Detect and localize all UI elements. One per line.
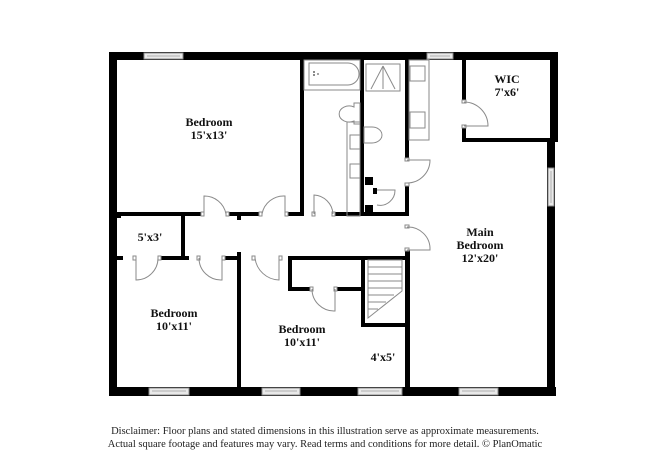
toilet-icon [338, 102, 361, 125]
room-size: 15'x13' [190, 128, 228, 142]
room-name: Bedroom [185, 115, 233, 129]
bath-fixtures [303, 59, 430, 217]
bathtub-icon [308, 62, 360, 86]
disclaimer: Disclaimer: Floor plans and stated dimen… [0, 425, 650, 451]
sink-icon [349, 163, 361, 179]
room-label-main-bedroom: Main Bedroom 12'x20' [456, 226, 503, 265]
toilet-icon [363, 126, 383, 144]
room-name: Bedroom [278, 322, 326, 336]
windows [143, 52, 555, 396]
outer-walls [109, 52, 558, 396]
room-size: 7'x6' [494, 85, 520, 99]
doors [132, 99, 489, 312]
sink-icon [349, 134, 361, 150]
room-label-bedroom-3: Bedroom 10'x11' [278, 323, 325, 349]
room-size: 12'x20' [461, 251, 499, 265]
room-size: 5'x3' [137, 230, 163, 244]
room-name: Main [466, 225, 494, 239]
room-label-closet: 5'x3' [138, 231, 163, 244]
staircase [367, 259, 403, 320]
room-label-wic: WIC 7'x6' [494, 73, 519, 99]
room-name: WIC [494, 72, 520, 86]
room-size: 10'x11' [155, 319, 193, 333]
room-label-landing: 4'x5' [371, 351, 396, 364]
sink-icon [409, 111, 426, 129]
room-name: Bedroom [456, 238, 504, 252]
interior-walls [117, 60, 554, 387]
room-size: 4'x5' [370, 350, 396, 364]
disclaimer-line-2: Actual square footage and features may v… [107, 439, 543, 450]
room-name: Bedroom [150, 306, 198, 320]
room-label-bedroom-2: Bedroom 10'x11' [150, 307, 197, 333]
disclaimer-line-1: Disclaimer: Floor plans and stated dimen… [111, 426, 539, 437]
room-label-bedroom-1: Bedroom 15'x13' [185, 116, 232, 142]
room-size: 10'x11' [283, 335, 321, 349]
sink-icon [409, 65, 426, 82]
